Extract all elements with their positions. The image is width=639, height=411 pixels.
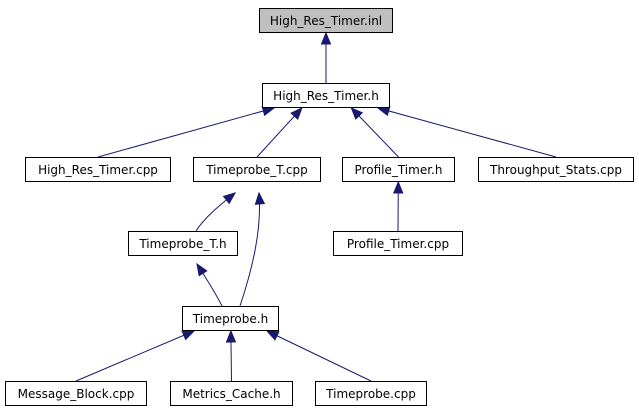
edge-timeprobe-h-to-timeprobe-t-cpp [239, 192, 261, 307]
node-throughput-stats-cpp[interactable]: Throughput_Stats.cpp [478, 157, 634, 182]
node-profile-timer-cpp[interactable]: Profile_Timer.cpp [333, 231, 463, 256]
edge-arrowhead [222, 192, 237, 205]
edge-arrowhead [265, 330, 280, 341]
node-high-res-timer-inl[interactable]: High_Res_Timer.inl [259, 8, 393, 33]
edge-arrowhead [320, 31, 332, 45]
edge-arrowhead [196, 262, 208, 277]
node-profile-timer-h[interactable]: Profile_Timer.h [342, 157, 455, 182]
node-metrics-cache-h[interactable]: Metrics_Cache.h [170, 381, 293, 406]
node-message-block-cpp[interactable]: Message_Block.cpp [5, 381, 147, 406]
edge-throughput-stats-cpp-to-high-res-timer-h [377, 107, 557, 158]
node-high-res-timer-cpp[interactable]: High_Res_Timer.cpp [25, 157, 171, 182]
edge-arrowhead [225, 329, 237, 343]
node-timeprobe-t-cpp[interactable]: Timeprobe_T.cpp [193, 157, 321, 182]
edge-arrowhead [181, 330, 196, 341]
node-high-res-timer-h[interactable]: High_Res_Timer.h [262, 83, 390, 108]
node-timeprobe-h[interactable]: Timeprobe.h [182, 306, 279, 331]
edge-arrowhead [290, 107, 303, 121]
node-timeprobe-cpp[interactable]: Timeprobe.cpp [315, 381, 427, 406]
edge-arrowhead [254, 191, 266, 205]
edge-timeprobe-cpp-to-timeprobe-h [266, 330, 372, 382]
node-timeprobe-t-h[interactable]: Timeprobe_T.h [128, 231, 238, 256]
edge-arrowhead [393, 180, 404, 194]
edge-arrowhead [350, 107, 364, 120]
edge-message-block-cpp-to-timeprobe-h [75, 330, 195, 382]
edge-high-res-timer-cpp-to-high-res-timer-h [97, 107, 275, 158]
